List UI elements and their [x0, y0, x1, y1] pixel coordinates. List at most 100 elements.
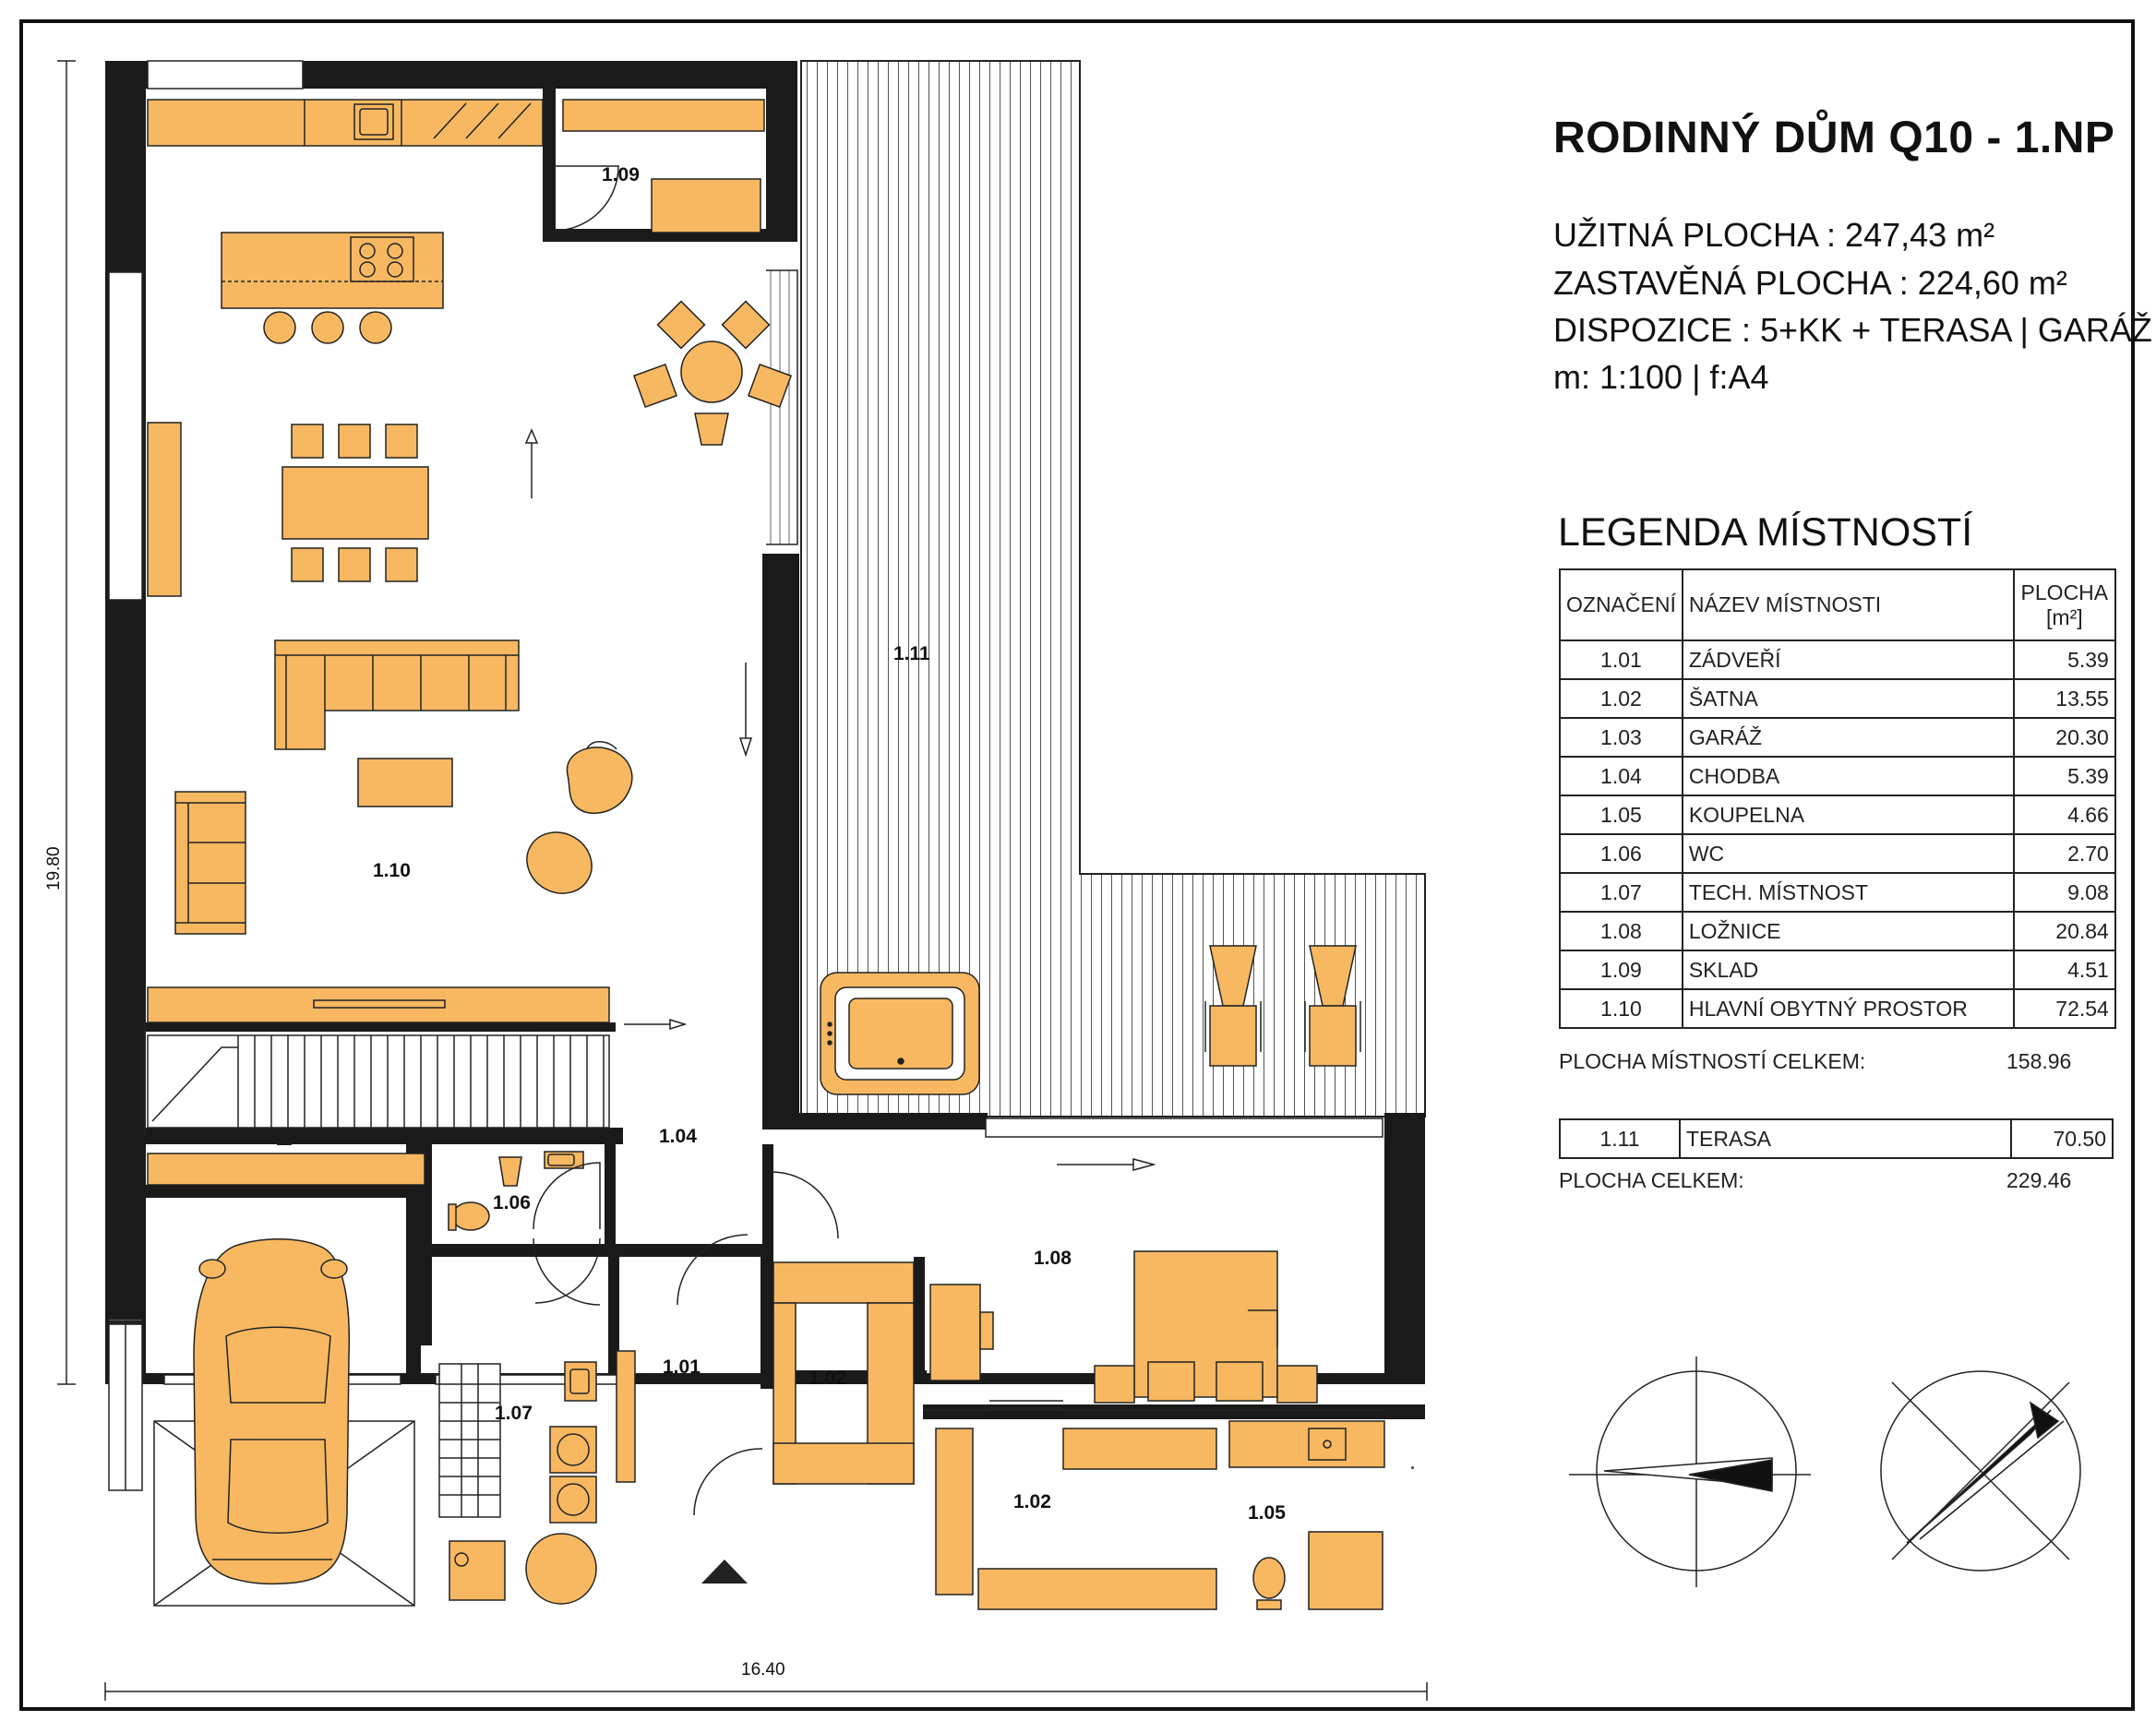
- entry-bench: [616, 1350, 636, 1483]
- row-id: 1.08: [1559, 911, 1683, 951]
- row-name: GARÁŽ: [1681, 717, 2015, 758]
- row-area: 2.70: [2012, 833, 2116, 874]
- row-id: 1.01: [1559, 639, 1683, 680]
- row-area: 4.51: [2012, 950, 2116, 990]
- rooms-total-value: 158.96: [2006, 1049, 2072, 1073]
- dining-set: [281, 424, 429, 582]
- row-id: 1.10: [1559, 988, 1683, 1029]
- header-name: NÁZEV MÍSTNOSTI: [1681, 568, 2015, 641]
- kitchen-island: [221, 232, 444, 344]
- page-title: RODINNÝ DŮM Q10 - 1.NP: [1553, 114, 2115, 162]
- terrace-id: 1.11: [1559, 1118, 1681, 1159]
- header-area-unit: [m²]: [2046, 604, 2083, 629]
- fine-lines: [144, 1022, 1384, 1411]
- room-label-1.02-a: 1.02: [808, 1368, 846, 1389]
- row-area: 5.39: [2012, 756, 2116, 796]
- table-row: 1.11 TERASA 70.50: [1559, 1118, 2114, 1159]
- room-legend-table: OZNAČENÍ NÁZEV MÍSTNOSTI PLOCHA [m²] 1.0…: [1559, 568, 2116, 1029]
- row-area: 20.84: [2012, 911, 2116, 951]
- coffee-table: [357, 758, 453, 807]
- north-arrow-icon: [1569, 1357, 1811, 1587]
- room-label-1.07: 1.07: [495, 1403, 533, 1424]
- legend-header-row: OZNAČENÍ NÁZEV MÍSTNOSTI PLOCHA [m²]: [1559, 568, 2116, 641]
- row-name: TECH. MÍSTNOST: [1681, 872, 2015, 913]
- closet-a: [773, 1261, 915, 1485]
- row-name: ZÁDVEŘÍ: [1681, 639, 2015, 680]
- bedroom-furniture: [929, 1250, 1318, 1404]
- armchairs: [526, 741, 633, 894]
- header-area-label: PLOCHA: [2020, 580, 2109, 604]
- kitchen-counter: [147, 99, 544, 147]
- room-label-1.10: 1.10: [373, 860, 411, 881]
- row-name: SKLAD: [1681, 950, 2015, 990]
- room-label-1.01: 1.01: [663, 1357, 701, 1378]
- terrace-table: 1.11 TERASA 70.50: [1559, 1118, 2114, 1159]
- layout-info: DISPOZICE : 5+KK + TERASA | GARÁŽ: [1553, 311, 2152, 349]
- row-area: 5.39: [2012, 639, 2116, 680]
- room-label-1.06: 1.06: [493, 1192, 531, 1213]
- car: [153, 1238, 415, 1607]
- row-area: 72.54: [2012, 988, 2116, 1029]
- stairs: [151, 1035, 605, 1128]
- terrace-name: TERASA: [1679, 1118, 2012, 1159]
- tv-sideboard: [147, 986, 610, 1023]
- wc-fixtures: [448, 1151, 584, 1231]
- room-label-1.05: 1.05: [1248, 1502, 1286, 1524]
- row-area: 13.55: [2012, 678, 2116, 719]
- sun-orientation-icon: [1880, 1370, 2081, 1572]
- dimension-lines: [57, 60, 1428, 1701]
- terrace-area: 70.50: [2010, 1118, 2114, 1159]
- header-id: OZNAČENÍ: [1559, 568, 1683, 641]
- entrance-arrow-icon: [701, 1560, 748, 1584]
- row-id: 1.06: [1559, 833, 1683, 874]
- corner-sofa: [274, 639, 520, 750]
- row-id: 1.07: [1559, 872, 1683, 913]
- row-id: 1.04: [1559, 756, 1683, 796]
- bathroom-fixtures: [1228, 1420, 1385, 1610]
- left-sofa: [174, 791, 246, 935]
- hot-tub: [820, 972, 980, 1095]
- grand-total-value: 229.46: [2006, 1168, 2072, 1192]
- grand-total-label: PLOCHA CELKEM:: [1559, 1168, 1744, 1192]
- room-label-1.04: 1.04: [659, 1126, 697, 1147]
- width-dimension: 16.40: [741, 1660, 785, 1679]
- doors: [533, 165, 1063, 1516]
- row-id: 1.02: [1559, 678, 1683, 719]
- rooms-total-label: PLOCHA MÍSTNOSTÍ CELKEM:: [1559, 1049, 1866, 1073]
- row-area: 20.30: [2012, 717, 2116, 758]
- row-name: CHODBA: [1681, 756, 2015, 796]
- tech-room-fixtures: [438, 1361, 597, 1605]
- room-label-1.08: 1.08: [1034, 1248, 1072, 1269]
- row-name: ŠATNA: [1681, 678, 2015, 719]
- row-area: 4.66: [2012, 795, 2116, 835]
- row-name: HLAVNÍ OBYTNÝ PROSTOR: [1681, 988, 2015, 1029]
- storage-shelf: [562, 99, 765, 233]
- row-id: 1.05: [1559, 795, 1683, 835]
- sliding-arrows: [524, 428, 1383, 1171]
- row-id: 1.09: [1559, 950, 1683, 990]
- scale-info: m: 1:100 | f:A4: [1553, 358, 1769, 396]
- built-area: ZASTAVĚNÁ PLOCHA : 224,60 m²: [1553, 264, 2067, 302]
- deck-chairs: [1204, 945, 1361, 1067]
- closet-b: [935, 1428, 1217, 1610]
- sideboard: [147, 422, 182, 597]
- room-label-1.02-b: 1.02: [1013, 1491, 1051, 1512]
- legend-title: LEGENDA MÍSTNOSTÍ: [1558, 510, 1973, 555]
- windows-final: [108, 271, 143, 601]
- drawing-frame: [19, 19, 2135, 1711]
- patio-table: [632, 300, 793, 446]
- row-name: KOUPELNA: [1681, 795, 2015, 835]
- header-area: PLOCHA [m²]: [2012, 568, 2116, 641]
- usable-area: UŽITNÁ PLOCHA : 247,43 m²: [1553, 216, 1995, 254]
